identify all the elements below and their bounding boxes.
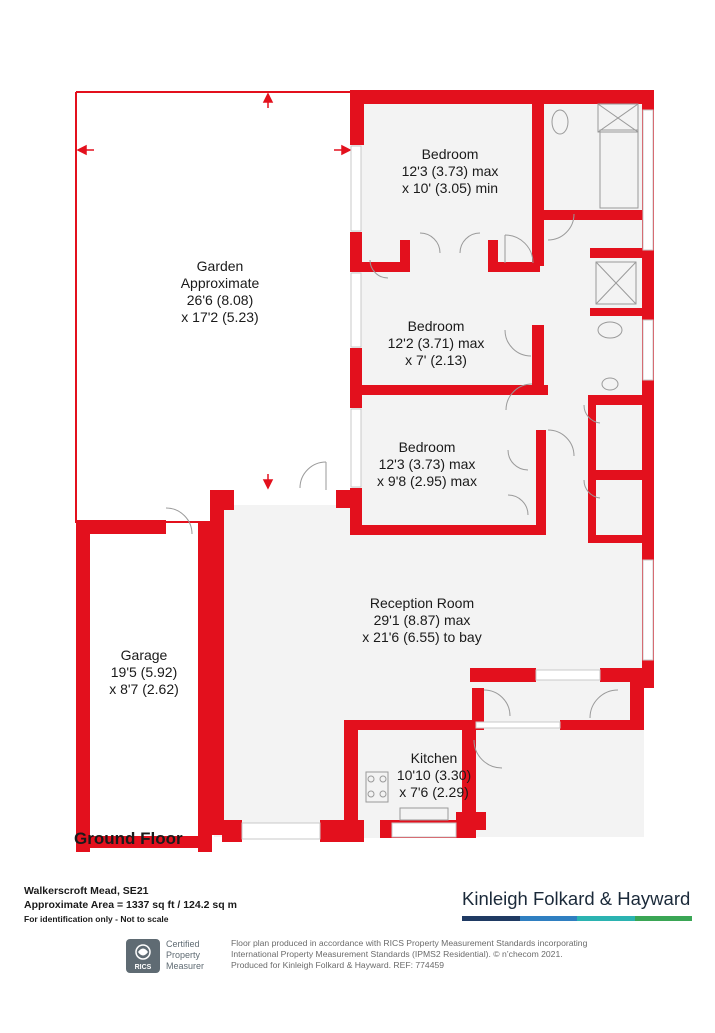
room-dimension: 12'3 (3.73) max [401,163,499,179]
disclaimer-line: Produced for Kinleigh Folkard & Hayward.… [231,960,445,970]
room-label-bedroom-3: Bedroom 12'3 (3.73) max x 9'8 (2.95) max [356,439,498,490]
room-dimension: 19'5 (5.92) [110,664,178,680]
property-address: Walkerscroft Mead, SE21 [24,885,149,897]
room-dimension: 26'6 (8.08) [186,292,254,308]
room-label-bedroom-2: Bedroom 12'2 (3.71) max x 7' (2.13) [366,318,506,369]
room-dimension: 10'10 (3.30) [396,767,472,783]
rics-certification-text: Certified Property Measurer [166,939,204,972]
room-name: Bedroom [407,318,465,334]
room-label-kitchen: Kitchen 10'10 (3.30) x 7'6 (2.29) [382,750,486,801]
doors [165,213,619,769]
room-dimension: x 9'8 (2.95) max [377,473,477,489]
rics-cert-line: Property [166,950,201,960]
room-dimension: x 10' (3.05) min [401,180,499,196]
brand-color-segment [577,916,635,921]
identification-note: For identification only - Not to scale [24,914,169,924]
floor-plan [75,90,654,852]
room-dimension: 12'2 (3.71) max [387,335,485,351]
room-dimension: x 8'7 (2.62) [109,681,179,697]
disclaimer-line: International Property Measurement Stand… [231,949,563,959]
approximate-area: Approximate Area = 1337 sq ft / 124.2 sq… [24,899,237,911]
room-label-reception: Reception Room 29'1 (8.87) max x 21'6 (6… [334,595,510,646]
room-dimension: x 7'6 (2.29) [399,784,469,800]
room-dimension: 29'1 (8.87) max [373,612,471,628]
garden-dimension-arrows [76,92,352,490]
room-dimension: x 17'2 (5.23) [181,309,259,325]
room-name: Kitchen [410,750,458,766]
room-dimension: x 7' (2.13) [405,352,467,368]
brand-color-segment [519,916,577,921]
room-name: Reception Room [369,595,475,611]
room-subtitle: Approximate [180,275,260,291]
floor-plan-disclaimer: Floor plan produced in accordance with R… [231,938,587,971]
room-name: Garden [196,258,244,274]
floor-title: Ground Floor [74,829,183,848]
rics-logo-icon [126,939,160,973]
room-dimension: x 21'6 (6.55) to bay [362,629,482,645]
windows [241,109,654,840]
brand-color-segment [462,916,520,921]
rics-cert-line: Measurer [166,961,205,971]
brand-color-bar [462,916,692,921]
room-name: Bedroom [421,146,479,162]
brand-color-segment [634,916,692,921]
room-label-garage: Garage 19'5 (5.92) x 8'7 (2.62) [90,647,198,698]
rics-logo-text: RICS [134,964,152,971]
rics-badge: RICS Certified Property Measurer [126,939,218,973]
disclaimer-line: Floor plan produced in accordance with R… [231,938,588,948]
room-label-garden: Garden Approximate 26'6 (8.08) x 17'2 (5… [150,258,290,326]
agent-brand-name: Kinleigh Folkard & Hayward [462,888,691,909]
fixtures [365,103,639,821]
room-name: Bedroom [398,439,456,455]
room-dimension: 12'3 (3.73) max [378,456,476,472]
room-name: Garage [120,647,168,663]
room-label-bedroom-1: Bedroom 12'3 (3.73) max x 10' (3.05) min [380,146,520,197]
rics-cert-line: Certified [166,939,200,949]
